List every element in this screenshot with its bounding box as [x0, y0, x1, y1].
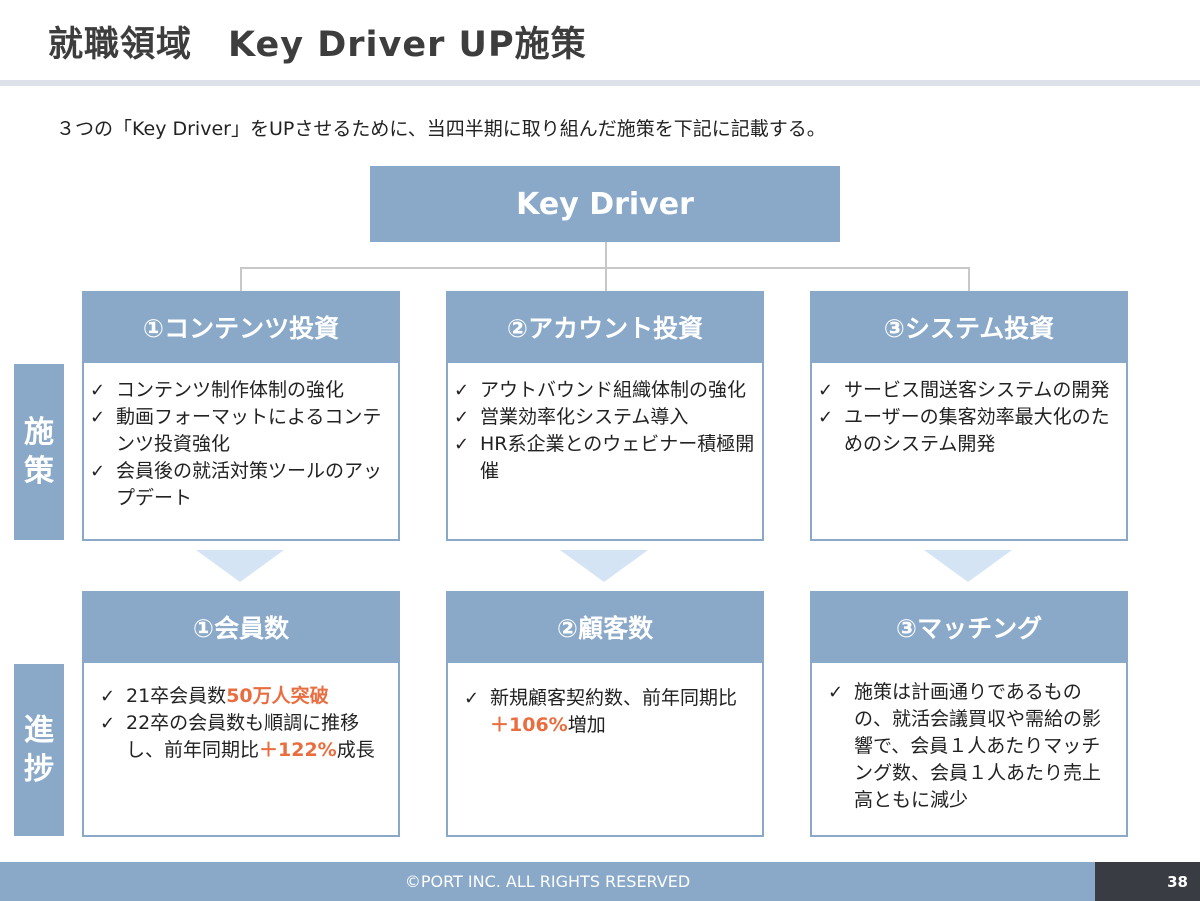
measure-body-system: ✓サービス間送客システムの開発 ✓ユーザーの集客効率最大化のためのシステム開発 — [810, 363, 1128, 541]
progress-body-members: ✓21卒会員数50万人突破 ✓22卒の会員数も順調に推移し、前年同期比＋122%… — [82, 663, 400, 837]
measure-heading-account: ②アカウント投資 — [446, 291, 764, 363]
side-label-measures: 施 策 — [14, 364, 64, 540]
page-title: 就職領域 Key Driver UP施策 — [48, 25, 587, 65]
check-icon: ✓ — [100, 686, 116, 707]
title-divider — [0, 80, 1200, 86]
check-icon: ✓ — [464, 688, 480, 709]
highlight-value: ＋106% — [490, 714, 568, 736]
side-label-progress: 進 捗 — [14, 664, 64, 836]
side-label-char: 捗 — [24, 752, 54, 787]
list-item: ✓会員後の就活対策ツールのアップデート — [90, 460, 383, 509]
check-icon: ✓ — [100, 713, 116, 734]
highlight-value: ＋122% — [259, 739, 337, 761]
connector-vertical-main — [605, 242, 607, 268]
progress-heading-matching: ③マッチング — [810, 591, 1128, 663]
footer-copyright: ©PORT INC. ALL RIGHTS RESERVED — [0, 862, 1095, 901]
check-icon: ✓ — [818, 380, 834, 401]
check-icon: ✓ — [454, 434, 470, 455]
page-subtitle: ３つの「Key Driver」をUPさせるために、当四半期に取り組んだ施策を下記… — [56, 118, 826, 140]
down-arrow-icon — [924, 550, 1012, 582]
list-item: ✓サービス間送客システムの開発 — [812, 377, 1126, 404]
list-item: ✓22卒の会員数も順調に推移し、前年同期比＋122%成長 — [100, 712, 375, 761]
check-icon: ✓ — [90, 461, 106, 482]
progress-body-matching: ✓施策は計画通りであるものの、就活会議買収や需給の影響で、会員１人あたりマッチン… — [810, 663, 1128, 837]
connector-vertical-center — [605, 267, 607, 291]
list-item: ✓営業効率化システム導入 — [448, 404, 762, 431]
down-arrow-icon — [196, 550, 284, 582]
measure-body-account: ✓アウトバウンド組織体制の強化 ✓営業効率化システム導入 ✓HR系企業とのウェビ… — [446, 363, 764, 541]
side-label-char: 進 — [24, 713, 54, 748]
list-item: ✓ユーザーの集客効率最大化のためのシステム開発 — [818, 406, 1110, 455]
down-arrow-icon — [560, 550, 648, 582]
progress-body-customers: ✓新規顧客契約数、前年同期比＋106%増加 — [446, 663, 764, 837]
highlight-value: 50万人突破 — [226, 685, 329, 707]
list-item: ✓新規顧客契約数、前年同期比＋106%増加 — [464, 687, 738, 736]
side-label-char: 施 — [24, 415, 54, 450]
page-number: 38 — [1095, 862, 1200, 901]
measure-body-content: ✓コンテンツ制作体制の強化 ✓動画フォーマットによるコンテンツ投資強化 ✓会員後… — [82, 363, 400, 541]
check-icon: ✓ — [90, 407, 106, 428]
progress-heading-members: ①会員数 — [82, 591, 400, 663]
measure-heading-system: ③システム投資 — [810, 291, 1128, 363]
progress-heading-customers: ②顧客数 — [446, 591, 764, 663]
side-label-char: 策 — [24, 454, 54, 489]
list-item: ✓動画フォーマットによるコンテンツ投資強化 — [90, 406, 382, 455]
check-icon: ✓ — [454, 407, 470, 428]
list-item: ✓アウトバウンド組織体制の強化 — [448, 377, 762, 404]
connector-vertical-left — [240, 267, 242, 291]
list-item: ✓コンテンツ制作体制の強化 — [84, 377, 398, 404]
check-icon: ✓ — [90, 380, 106, 401]
connector-vertical-right — [968, 267, 970, 291]
key-driver-box: Key Driver — [370, 166, 840, 242]
check-icon: ✓ — [818, 407, 834, 428]
check-icon: ✓ — [828, 682, 844, 703]
list-item: ✓施策は計画通りであるものの、就活会議買収や需給の影響で、会員１人あたりマッチン… — [828, 681, 1102, 811]
list-item: ✓21卒会員数50万人突破 — [94, 683, 392, 710]
check-icon: ✓ — [454, 380, 470, 401]
list-item: ✓HR系企業とのウェビナー積極開催 — [454, 433, 755, 482]
measure-heading-content: ①コンテンツ投資 — [82, 291, 400, 363]
